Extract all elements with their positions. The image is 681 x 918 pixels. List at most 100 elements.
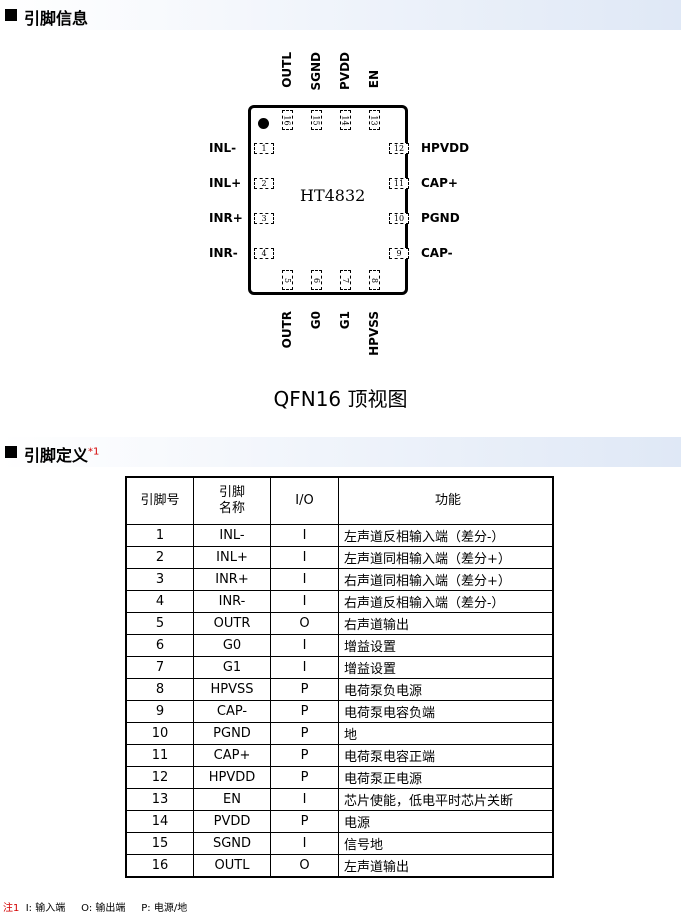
section-title: 引脚信息 xyxy=(24,9,89,28)
cell-io: P xyxy=(270,700,339,723)
cell-function: 电荷泵负电源 xyxy=(338,678,554,701)
pin1-marker-dot xyxy=(258,118,269,129)
pin-pad-1: 1 xyxy=(254,143,274,154)
pin-pad-11: 11 xyxy=(389,178,409,189)
cell-pin-name: CAP+ xyxy=(193,744,271,767)
cell-pin-number: 9 xyxy=(125,700,194,723)
footnote: 注1 I: 输入端 O: 输出端 P: 电源/地 xyxy=(3,899,187,914)
pin-label-7: G1 xyxy=(338,311,352,330)
cell-pin-number: 7 xyxy=(125,656,194,679)
cell-function: 地 xyxy=(338,722,554,745)
cell-pin-number: 13 xyxy=(125,788,194,811)
pin-label-6: G0 xyxy=(309,311,323,330)
cell-function: 信号地 xyxy=(338,832,554,855)
cell-function: 芯片使能，低电平时芯片关断 xyxy=(338,788,554,811)
cell-pin-name: HPVSS xyxy=(193,678,271,701)
pin-pad-13: 13 xyxy=(369,110,380,130)
pin-pad-10: 10 xyxy=(389,213,409,224)
pin-pad-16: 16 xyxy=(282,110,293,130)
cell-pin-name: SGND xyxy=(193,832,271,855)
pin-label-2: INL+ xyxy=(209,176,242,190)
cell-function: 右声道同相输入端（差分+） xyxy=(338,568,554,591)
pin-pad-5: 5 xyxy=(282,270,293,290)
cell-pin-name: PGND xyxy=(193,722,271,745)
cell-pin-number: 6 xyxy=(125,634,194,657)
cell-function: 右声道输出 xyxy=(338,612,554,635)
cell-pin-number: 16 xyxy=(125,854,194,878)
cell-io: O xyxy=(270,612,339,635)
cell-io: I xyxy=(270,832,339,855)
cell-pin-name: OUTL xyxy=(193,854,271,878)
pin-label-10: PGND xyxy=(421,211,460,225)
pin-label-8: HPVSS xyxy=(367,311,381,356)
cell-pin-number: 5 xyxy=(125,612,194,635)
header-pin-number: 引脚号 xyxy=(125,476,194,525)
cell-function: 左声道输出 xyxy=(338,854,554,878)
pin-pad-8: 8 xyxy=(369,270,380,290)
header-io: I/O xyxy=(270,476,339,525)
cell-pin-number: 4 xyxy=(125,590,194,613)
cell-pin-name: G1 xyxy=(193,656,271,679)
cell-function: 左声道反相输入端（差分-） xyxy=(338,524,554,547)
cell-pin-number: 15 xyxy=(125,832,194,855)
pin-pad-14: 14 xyxy=(340,110,351,130)
cell-pin-name: INR- xyxy=(193,590,271,613)
pin-pad-12: 12 xyxy=(389,143,409,154)
pin-label-12: HPVDD xyxy=(421,141,470,155)
pin-pad-15: 15 xyxy=(311,110,322,130)
cell-pin-name: INL+ xyxy=(193,546,271,569)
cell-io: I xyxy=(270,788,339,811)
pin-label-16: OUTL xyxy=(280,52,294,88)
pin-pad-3: 3 xyxy=(254,213,274,224)
cell-pin-number: 10 xyxy=(125,722,194,745)
pin-label-9: CAP- xyxy=(421,246,453,260)
cell-io: I xyxy=(270,634,339,657)
cell-function: 电源 xyxy=(338,810,554,833)
square-bullet-icon xyxy=(5,9,17,21)
cell-pin-name: INR+ xyxy=(193,568,271,591)
section-header-pin-info: 引脚信息 xyxy=(0,0,681,30)
cell-pin-name: PVDD xyxy=(193,810,271,833)
cell-pin-number: 3 xyxy=(125,568,194,591)
pin-label-1: INL- xyxy=(209,141,237,155)
cell-pin-name: INL- xyxy=(193,524,271,547)
cell-io: P xyxy=(270,810,339,833)
cell-io: P xyxy=(270,722,339,745)
chip-name: HT4832 xyxy=(300,186,366,205)
pin-label-13: EN xyxy=(367,70,381,89)
footnote-text: I: 输入端 O: 输出端 P: 电源/地 xyxy=(19,903,188,914)
cell-pin-number: 2 xyxy=(125,546,194,569)
cell-pin-name: CAP- xyxy=(193,700,271,723)
pin-pad-4: 4 xyxy=(254,248,274,259)
cell-pin-name: G0 xyxy=(193,634,271,657)
cell-io: P xyxy=(270,766,339,789)
cell-io: O xyxy=(270,854,339,878)
diagram-caption: QFN16 顶视图 xyxy=(273,387,408,411)
cell-io: I xyxy=(270,524,339,547)
cell-function: 电荷泵电容负端 xyxy=(338,700,554,723)
cell-pin-name: HPVDD xyxy=(193,766,271,789)
table-header-row: 引脚号 引脚名称 I/O 功能 xyxy=(125,476,554,525)
header-pin-name: 引脚名称 xyxy=(193,476,271,525)
pin-pad-7: 7 xyxy=(340,270,351,290)
cell-io: I xyxy=(270,568,339,591)
cell-pin-number: 12 xyxy=(125,766,194,789)
pin-pad-9: 9 xyxy=(389,248,409,259)
cell-pin-number: 11 xyxy=(125,744,194,767)
pin-pad-6: 6 xyxy=(311,270,322,290)
footnote-mark: *1 xyxy=(88,446,100,458)
pin-label-3: INR+ xyxy=(209,211,243,225)
